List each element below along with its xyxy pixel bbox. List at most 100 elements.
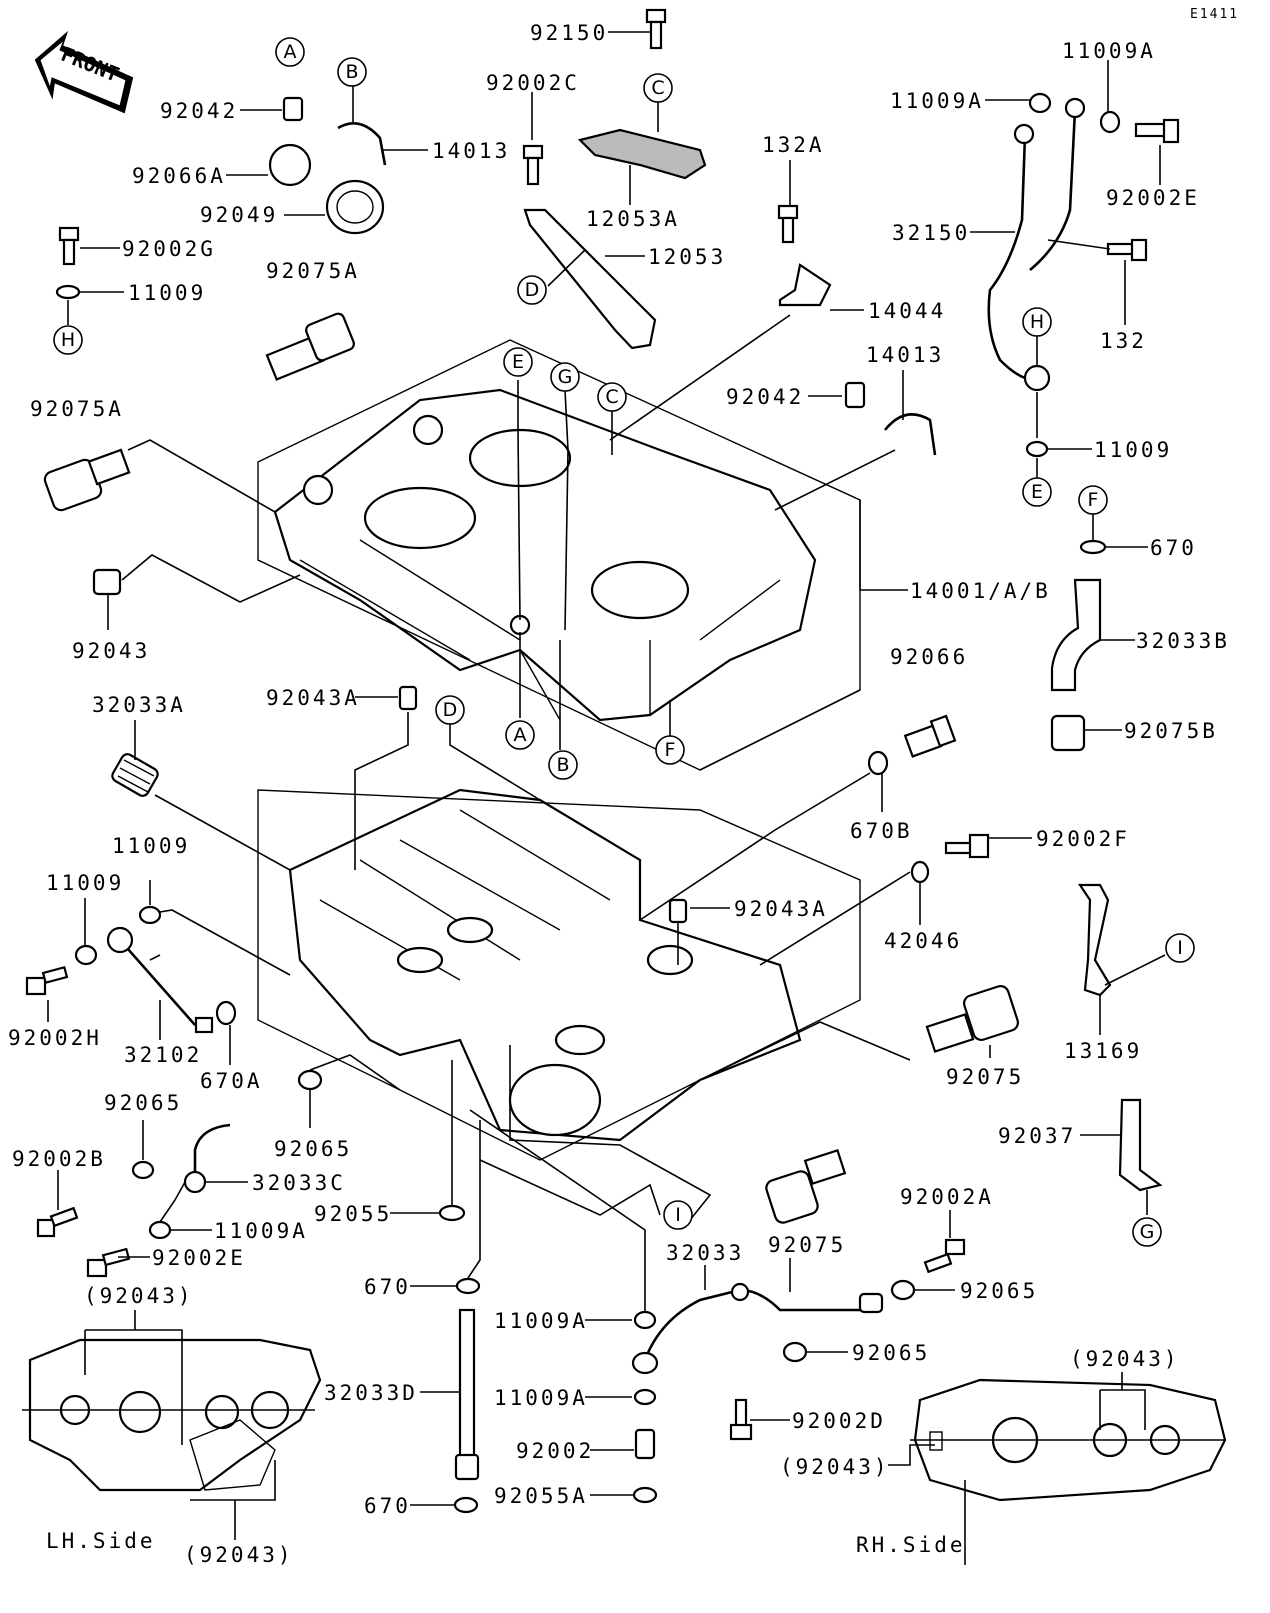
- bolt-92002B: [36, 1206, 79, 1238]
- label-670-mid: 670: [364, 1275, 411, 1299]
- label-92075A-left: 92075A: [30, 397, 124, 421]
- washer-11009-l2: [138, 905, 162, 925]
- label-11009A-r2: 11009A: [1062, 39, 1156, 63]
- label-92066A: 92066A: [132, 164, 226, 188]
- label-11009A-r1: 11009A: [890, 89, 984, 113]
- bolt-132A: [777, 204, 799, 244]
- label-92002E-lower: 92002E: [152, 1246, 246, 1270]
- dowel-92043A-top: [398, 685, 418, 711]
- label-32033A: 32033A: [92, 693, 186, 717]
- label-11009A-m1: 11009A: [494, 1309, 588, 1333]
- bolt-92002G: [58, 226, 80, 266]
- callout-H-right: H: [1030, 311, 1044, 333]
- callout-I-lower: I: [675, 1204, 681, 1226]
- label-92043A-mid: 92043A: [734, 897, 828, 921]
- label-92043A-top: 92043A: [266, 686, 360, 710]
- plug-92066A: [268, 143, 312, 187]
- label-32033D: 32033D: [324, 1381, 418, 1405]
- label-92065-c: 92065: [960, 1279, 1038, 1303]
- plate-92037: [1118, 1098, 1163, 1192]
- upper-crankcase: [273, 388, 817, 722]
- guide-12053A: [577, 128, 707, 180]
- callout-F-right: F: [1088, 489, 1099, 511]
- washer-92055A: [632, 1486, 658, 1504]
- label-14001AB: 14001/A/B: [910, 579, 1051, 603]
- label-32033: 32033: [666, 1241, 744, 1265]
- bolt-92002D: [729, 1398, 753, 1441]
- callout-G-mid: G: [558, 366, 573, 388]
- washer-11009A-lower: [148, 1220, 172, 1240]
- pipe-32033C: [193, 1123, 231, 1180]
- label-92002C: 92002C: [486, 71, 580, 95]
- callout-E-right: E: [1031, 481, 1043, 503]
- damper-92075A-top: [265, 312, 355, 381]
- callout-A-mid: A: [514, 724, 527, 746]
- callout-D-mid: D: [443, 699, 458, 721]
- label-92002: 92002: [516, 1439, 594, 1463]
- washer-92065-c: [890, 1279, 916, 1301]
- label-92002D: 92002D: [792, 1409, 886, 1433]
- label-132A: 132A: [762, 133, 825, 157]
- label-132: 132: [1100, 329, 1147, 353]
- washer-11009A-r2: [1099, 110, 1121, 134]
- label-92042-mid: 92042: [726, 385, 804, 409]
- label-92002G: 92002G: [122, 237, 216, 261]
- label-92075A-top: 92075A: [266, 259, 360, 283]
- label-11009-l2: 11009: [112, 834, 190, 858]
- oring-670A: [215, 1000, 237, 1026]
- label-92002E-right: 92002E: [1106, 186, 1200, 210]
- damper-92075-right: [925, 984, 1020, 1053]
- callout-I-right: I: [1177, 937, 1183, 959]
- lh-side-view: [22, 1338, 322, 1492]
- part-labels: 92150 92002C 92042 14013 92066A 92049 12…: [8, 21, 1227, 1567]
- damper-92075-lower: [765, 1148, 847, 1224]
- washer-92065-a: [297, 1069, 323, 1091]
- callout-C-top: C: [651, 77, 664, 99]
- label-11009A-m2: 11009A: [494, 1386, 588, 1410]
- label-92002H: 92002H: [8, 1026, 102, 1050]
- spring-32033A: [111, 753, 159, 797]
- label-92150: 92150: [530, 21, 608, 45]
- label-32102: 32102: [124, 1043, 202, 1067]
- bracket-14044: [778, 263, 832, 307]
- label-rh-side: RH.Side: [856, 1533, 966, 1557]
- dowel-92043A-mid: [668, 898, 688, 924]
- damper-92075B: [1050, 714, 1086, 752]
- label-42046: 42046: [884, 929, 962, 953]
- callout-C-mid: C: [605, 386, 618, 408]
- label-92065-a: 92065: [274, 1137, 352, 1161]
- label-32150: 32150: [892, 221, 970, 245]
- oring-670B: [867, 750, 889, 776]
- washer-11009-left: [55, 284, 81, 300]
- label-14013-top: 14013: [432, 139, 510, 163]
- washer-92055: [438, 1204, 466, 1222]
- label-92042-top: 92042: [160, 99, 238, 123]
- label-92043-lh-bot: (92043): [184, 1543, 294, 1567]
- washer-42046: [910, 860, 930, 884]
- washer-92065-b: [131, 1160, 155, 1180]
- callout-B-mid: B: [556, 754, 569, 776]
- label-92037: 92037: [998, 1124, 1076, 1148]
- label-92043-lh-top: (92043): [84, 1284, 194, 1308]
- plug-92002: [634, 1428, 656, 1460]
- pipe-32033: [643, 1288, 871, 1361]
- label-12053: 12053: [648, 245, 726, 269]
- washer-11009A-m1: [633, 1310, 657, 1330]
- label-92075-right: 92075: [946, 1065, 1024, 1089]
- label-11009-l1: 11009: [46, 871, 124, 895]
- bearing-14013-mid: [883, 413, 937, 456]
- label-670-right: 670: [1150, 536, 1197, 560]
- bolt-92002E-lower: [86, 1247, 131, 1278]
- label-92075-lower: 92075: [768, 1233, 846, 1257]
- label-92066: 92066: [890, 645, 968, 669]
- callout-H-left: H: [61, 329, 75, 351]
- rh-side-view: [910, 1378, 1227, 1502]
- pipe-32150: [987, 109, 1077, 381]
- label-92043-rh-mid: (92043): [780, 1455, 890, 1479]
- front-direction-arrow: FRONT: [34, 30, 134, 114]
- bolt-92002F: [944, 833, 990, 859]
- dowel-92042-mid: [844, 381, 866, 409]
- label-92055A: 92055A: [494, 1484, 588, 1508]
- dowel-92043-left: [92, 568, 122, 596]
